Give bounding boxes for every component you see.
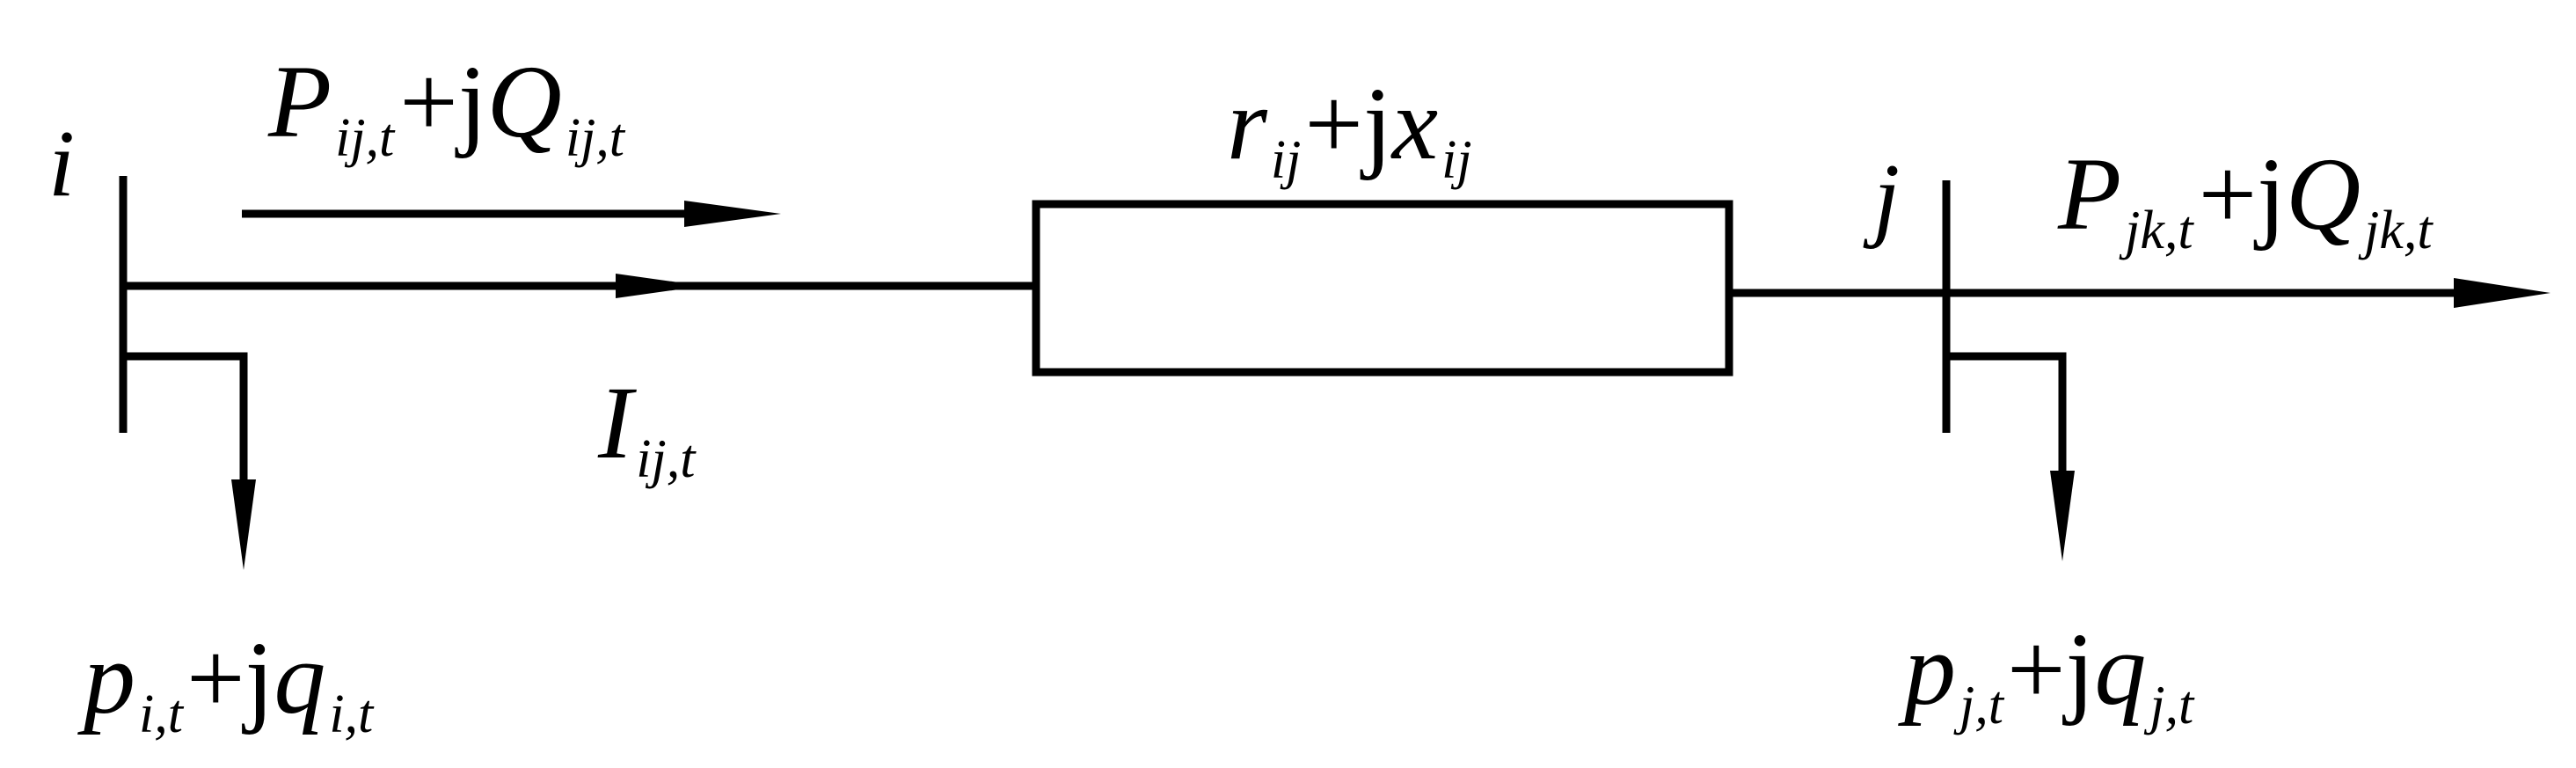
load-i-q-sub: i,t [329, 684, 375, 744]
current-ij-label: Iij,t [597, 365, 697, 489]
load-j-lead [1946, 352, 2067, 493]
impedance-r-sub: ij [1271, 130, 1301, 190]
flow-ij-plus: + [399, 44, 458, 159]
load-j-p: p [1898, 611, 1956, 727]
load-j-label: pj,t+jqj,t [1898, 611, 2195, 735]
load-j-q: q [2094, 611, 2146, 727]
load-i-lead [123, 352, 248, 506]
flow-jk-plus: + [2199, 136, 2258, 252]
current-arrow-head [616, 274, 704, 298]
flow-ij-q: Q [487, 44, 562, 159]
power-flow-jk-arrow-head [2454, 278, 2550, 308]
load-j-q-sub: j,t [2143, 676, 2195, 735]
impedance-box [1032, 200, 1733, 377]
load-i-j: j [242, 620, 274, 735]
flow-jk-q: Q [2286, 136, 2361, 252]
load-j-j: j [2062, 611, 2095, 727]
load-i-p: p [77, 620, 135, 735]
flow-ij-label: Pij,t+jQij,t [267, 44, 626, 168]
flow-jk-j: j [2253, 136, 2286, 252]
load-i-plus: + [186, 620, 245, 735]
load-j-plus: + [2007, 611, 2066, 727]
load-i-p-sub: i,t [139, 684, 185, 744]
flow-ij-p-sub: ij,t [335, 108, 396, 168]
flow-jk-label: Pjk,t+jQjk,t [2057, 136, 2434, 260]
current-symbol: I [597, 365, 637, 480]
load-i-label: pi,t+jqi,t [77, 620, 375, 744]
load-i-q: q [274, 620, 325, 735]
load-i-arrow-head [231, 479, 256, 570]
current-sub: ij,t [636, 429, 697, 489]
bus-j-label: j [1863, 145, 1900, 250]
impedance-r: r [1227, 66, 1268, 181]
impedance-label: rij+jxij [1227, 66, 1472, 190]
flow-jk-q-sub: jk,t [2358, 201, 2434, 260]
bus-i-label: i [48, 112, 75, 216]
flow-ij-p: P [267, 44, 332, 159]
power-flow-ij-arrow-head [684, 201, 781, 227]
impedance-x-sub: ij [1441, 130, 1471, 190]
flow-ij-j: j [455, 44, 487, 159]
load-j-arrow-head [2050, 471, 2075, 561]
impedance-j: j [1360, 66, 1392, 181]
load-j-p-sub: j,t [1953, 676, 2005, 735]
flow-jk-p-sub: jk,t [2119, 201, 2194, 260]
flow-ij-q-sub: ij,t [566, 108, 626, 168]
impedance-plus: + [1304, 66, 1363, 181]
flow-jk-p: P [2057, 136, 2121, 252]
impedance-x: x [1390, 66, 1438, 181]
